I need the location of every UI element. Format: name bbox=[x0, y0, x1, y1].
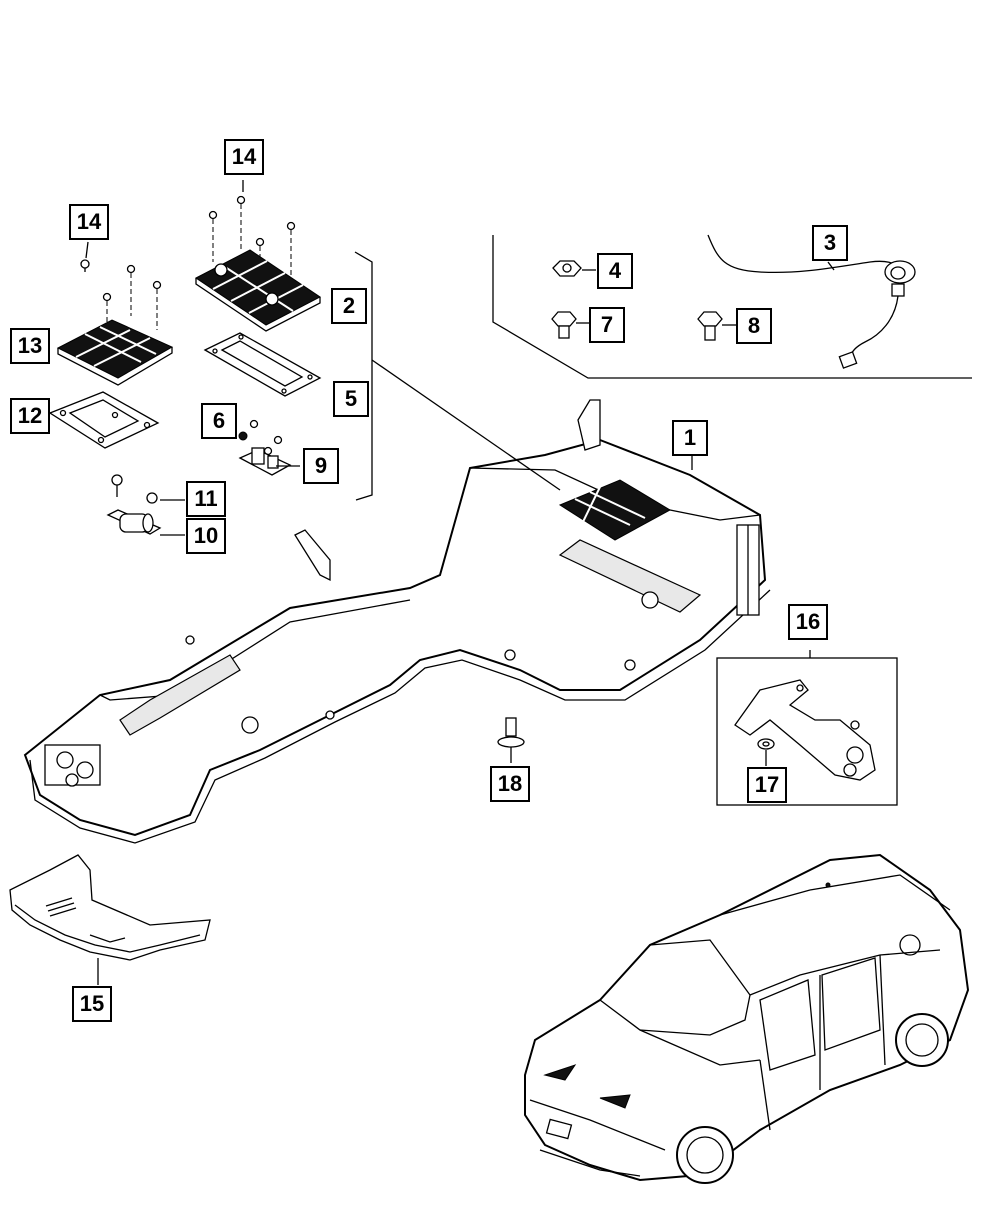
callout-part-2[interactable]: 2 bbox=[331, 288, 367, 324]
callout-part-15[interactable]: 15 bbox=[72, 986, 112, 1022]
callout-part-5[interactable]: 5 bbox=[333, 381, 369, 417]
stud-18-icon bbox=[497, 717, 525, 763]
shield-15-icon bbox=[9, 854, 211, 985]
gasket-5-icon bbox=[203, 332, 322, 397]
callout-part-3[interactable]: 3 bbox=[812, 225, 848, 261]
callout-part-18[interactable]: 18 bbox=[490, 766, 530, 802]
vehicle-illustration-icon bbox=[524, 853, 970, 1184]
callout-part-16[interactable]: 16 bbox=[788, 604, 828, 640]
callout-part-12[interactable]: 12 bbox=[10, 398, 50, 434]
callout-part-17[interactable]: 17 bbox=[747, 767, 787, 803]
cover-2-icon bbox=[195, 249, 321, 332]
callout-part-14-left[interactable]: 14 bbox=[69, 204, 109, 240]
callout-part-13[interactable]: 13 bbox=[10, 328, 50, 364]
callout-part-1[interactable]: 1 bbox=[672, 420, 708, 456]
callout-part-4[interactable]: 4 bbox=[597, 253, 633, 289]
callout-part-9[interactable]: 9 bbox=[303, 448, 339, 484]
cover-plate-13-icon bbox=[56, 319, 174, 386]
bolts-14-left-icon bbox=[80, 241, 162, 340]
group-separator-lines bbox=[354, 235, 972, 806]
fasteners-icon bbox=[551, 260, 736, 341]
callout-part-6[interactable]: 6 bbox=[201, 403, 237, 439]
callout-part-7[interactable]: 7 bbox=[589, 307, 625, 343]
mount-10-icon bbox=[106, 474, 185, 536]
callout-part-14-upper[interactable]: 14 bbox=[224, 139, 264, 175]
sensor-harness-3-icon bbox=[707, 234, 916, 369]
bolts-14-upper-icon bbox=[208, 180, 296, 290]
callout-part-11[interactable]: 11 bbox=[186, 481, 226, 517]
gasket-12-icon bbox=[48, 391, 160, 449]
bracket-16-icon bbox=[734, 650, 876, 781]
bracket-9-icon bbox=[238, 419, 300, 476]
battery-pack-icon bbox=[23, 359, 771, 844]
callout-part-10[interactable]: 10 bbox=[186, 518, 226, 554]
callout-part-8[interactable]: 8 bbox=[736, 308, 772, 344]
